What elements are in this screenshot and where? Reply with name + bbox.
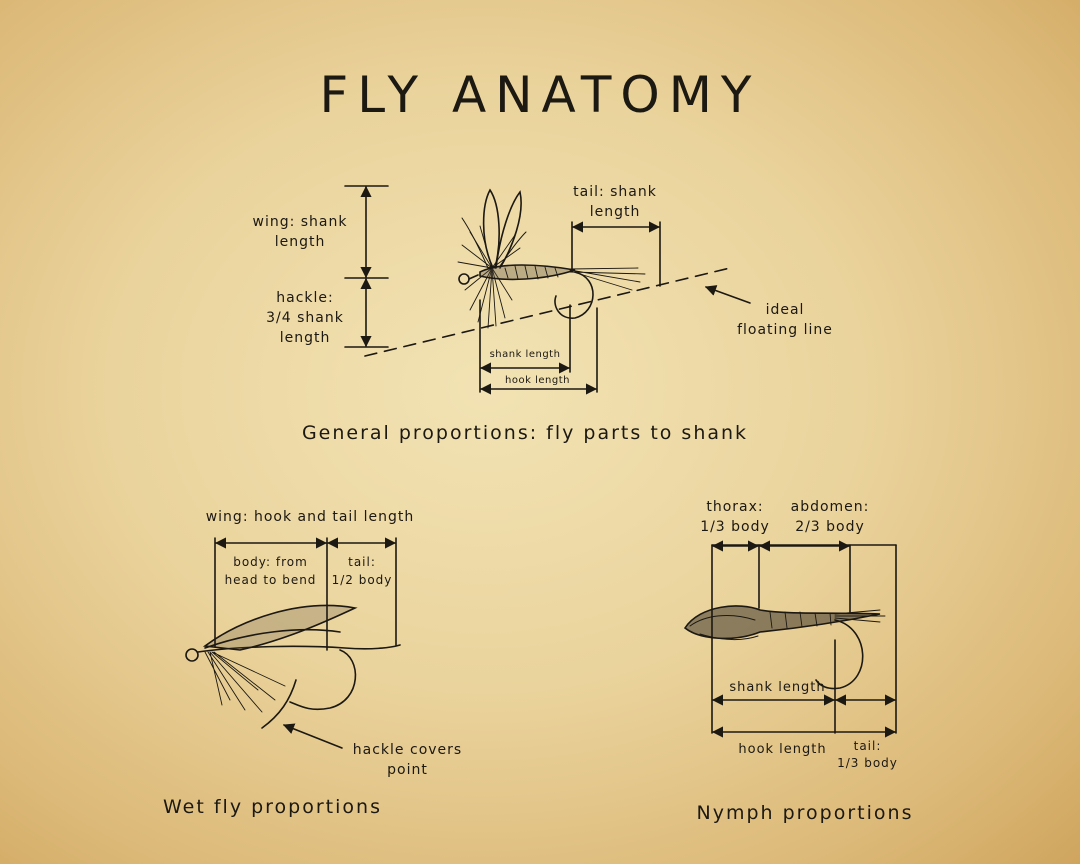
dry-shank-length-label: shank length (489, 349, 561, 360)
nymph-tail-label: tail: 1/3 body (837, 739, 898, 770)
nymph-shank-length-label: shank length (729, 680, 826, 695)
dry-wing-label: wing: shank length (252, 214, 348, 250)
wet-body-label: body: from head to bend (224, 555, 317, 587)
nymph-thorax-label: thorax: 1/3 body (700, 499, 770, 535)
page-title: FLY ANATOMY (319, 66, 761, 124)
nymph-abdomen-label: abdomen: 2/3 body (790, 499, 870, 535)
wet-caption: Wet fly proportions (163, 796, 382, 818)
dry-hook-length-label: hook length (505, 375, 570, 386)
nymph-illustration (685, 606, 885, 689)
shank-hook-dimension (480, 300, 597, 395)
wet-wing-label: wing: hook and tail length (205, 509, 415, 525)
tail-dimension (572, 222, 660, 286)
ideal-floating-line (365, 268, 750, 356)
wet-tail-label: tail: 1/2 body (331, 555, 393, 587)
wet-fly-dimensions (215, 538, 396, 748)
dry-tail-label: tail: shank length (573, 184, 657, 220)
floating-line-label: ideal floating line (737, 302, 833, 338)
nymph-dimensions (712, 540, 896, 738)
nymph-hook-length-label: hook length (738, 742, 827, 757)
wing-hackle-dimension (345, 186, 388, 347)
dry-fly-illustration (458, 190, 645, 328)
nymph-caption: Nymph proportions (696, 802, 914, 824)
dry-hackle-label: hackle: 3/4 shank length (266, 290, 344, 346)
general-caption: General proportions: fly parts to shank (301, 422, 749, 444)
wet-fly-illustration (185, 606, 400, 728)
wet-hackle-label: hackle covers point (352, 742, 463, 778)
